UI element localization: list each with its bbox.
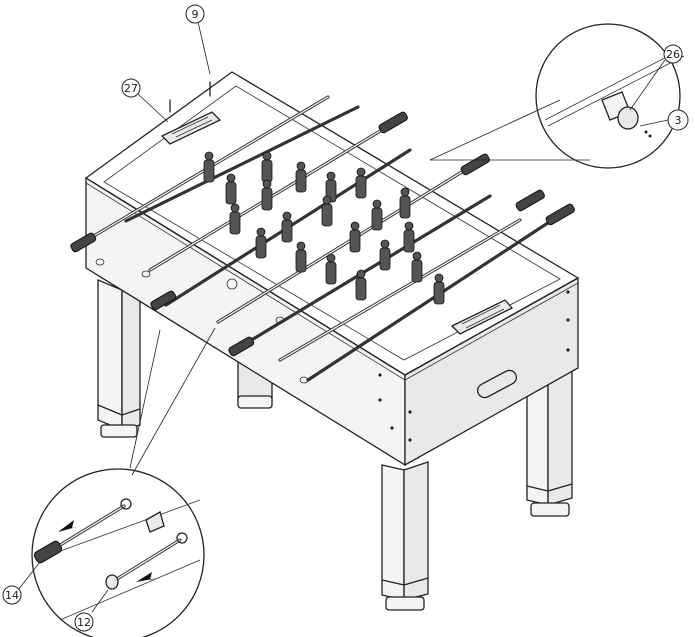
- player-figure: [349, 221, 361, 253]
- handle: [378, 111, 408, 134]
- leg-front-right-side: [381, 464, 405, 601]
- arrow-icon: [136, 572, 158, 582]
- handle: [460, 153, 490, 176]
- player-figure: [403, 221, 415, 253]
- leg-foot-front-right: [385, 596, 425, 611]
- callout-label-3: 3: [675, 114, 682, 127]
- goal-slot: [476, 369, 518, 399]
- callout-12: 12: [74, 612, 94, 632]
- callout-14: 14: [2, 585, 22, 605]
- table-legs: [97, 279, 573, 611]
- player-figure: [321, 195, 333, 227]
- player-figure: [411, 251, 423, 283]
- score-counter-bottom: [450, 299, 514, 335]
- rod-handles: [70, 111, 575, 357]
- handle: [228, 336, 255, 357]
- player-figure: [295, 161, 307, 193]
- handle: [515, 189, 545, 212]
- bumper-ring: [617, 106, 639, 130]
- handle: [70, 232, 97, 253]
- callout-3: 3: [667, 109, 689, 131]
- player-figure: [325, 253, 337, 285]
- table-cabinet: [85, 71, 579, 467]
- leg-front-left-side: [97, 279, 123, 431]
- player-figure: [225, 173, 237, 205]
- player-figure: [371, 199, 383, 231]
- leg-front-right-front: [403, 461, 429, 601]
- player-figure: [379, 239, 391, 271]
- arrow-icon: [58, 520, 80, 532]
- player-figure: [295, 241, 307, 273]
- callout-label-12: 12: [77, 616, 91, 629]
- bearing-detail: [145, 511, 165, 533]
- callout-label-27: 27: [124, 82, 138, 95]
- callout-26: 26: [663, 44, 683, 64]
- score-counter-top: [160, 111, 222, 145]
- callout-label-9: 9: [192, 8, 199, 21]
- player-figure: [229, 203, 241, 235]
- players: [203, 151, 445, 305]
- detail-circle-bottom: [17, 327, 216, 637]
- leg-foot-back-left: [237, 395, 273, 409]
- leg-front-left-front: [121, 283, 141, 431]
- callout-27: 27: [121, 78, 169, 123]
- score-counters: [160, 81, 514, 335]
- handle: [150, 290, 177, 311]
- playfield-outline: [103, 85, 561, 361]
- rod-holes: [95, 258, 309, 384]
- player-figure: [261, 151, 273, 183]
- detail-circle-rods: [31, 468, 205, 637]
- player-figure: [355, 167, 367, 199]
- player-figure: [255, 227, 267, 259]
- handle: [545, 203, 575, 226]
- detail-circle-top: [429, 23, 685, 169]
- rod-end-cap: [105, 574, 119, 590]
- rod-handle-detail: [33, 540, 63, 564]
- leg-foot-back-right: [530, 502, 570, 517]
- player-figure: [433, 273, 445, 305]
- detail-circle-bumper: [535, 23, 681, 169]
- callout-label-14: 14: [5, 589, 19, 602]
- callout-label-26: 26: [666, 48, 680, 61]
- leg-foot-front-left: [100, 424, 138, 438]
- cabinet-top-rim: [85, 71, 579, 376]
- player-figure: [355, 269, 367, 301]
- player-figure: [203, 151, 215, 183]
- callout-9: 9: [185, 4, 211, 75]
- player-figure: [399, 187, 411, 219]
- player-figure: [261, 179, 273, 211]
- player-figure: [281, 211, 293, 243]
